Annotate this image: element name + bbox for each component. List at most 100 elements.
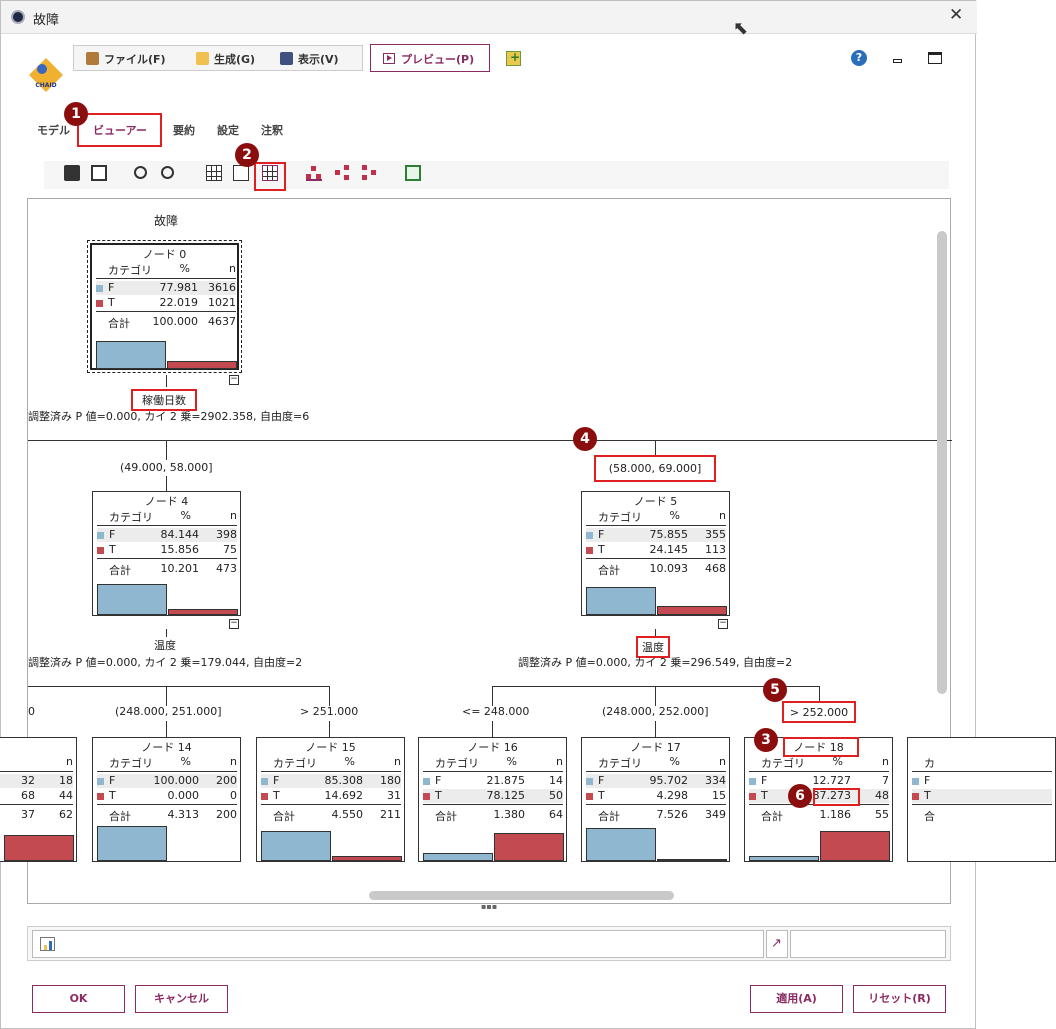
- callout-badge-1: 1: [64, 102, 88, 126]
- splitter-grip-icon[interactable]: ▪▪▪: [481, 902, 498, 911]
- bar-f: [749, 856, 819, 861]
- node-header: カテゴリ%n: [423, 755, 563, 770]
- divider: [261, 771, 401, 772]
- split-stats-n4: 調整済み P 値=0.000, カイ 2 乗=179.044, 自由度=2: [28, 656, 303, 669]
- bar-f: [586, 587, 656, 615]
- tab-settings[interactable]: 設定: [217, 124, 239, 137]
- close-button[interactable]: ✕: [949, 5, 964, 25]
- row-label: F: [109, 528, 116, 541]
- total-pct: 100.000: [152, 315, 199, 328]
- collapse-node-4-icon[interactable]: −: [229, 618, 239, 629]
- branch-label-n17: (248.000, 252.000]: [602, 705, 709, 718]
- chart-icon: [40, 937, 55, 951]
- vertical-scrollbar[interactable]: [937, 231, 947, 694]
- row-n: 1021: [208, 296, 236, 309]
- divider: [97, 558, 237, 559]
- menu-generate[interactable]: 生成(G): [196, 51, 255, 67]
- divider: [97, 771, 237, 772]
- graph-icon: ↗: [771, 936, 782, 951]
- connector: [166, 721, 167, 737]
- row-n: 48: [875, 789, 889, 802]
- collapse-node-5-icon[interactable]: −: [718, 618, 728, 629]
- node-title: ノード 17: [630, 741, 681, 754]
- table-chart-view-icon[interactable]: [262, 165, 278, 181]
- ok-button[interactable]: OK: [32, 985, 125, 1013]
- mouse-cursor-icon: ⬉: [733, 18, 749, 39]
- left-right-tree-icon[interactable]: [334, 165, 350, 181]
- row-label: T: [924, 789, 931, 802]
- table-view-icon[interactable]: [206, 165, 222, 181]
- generate-icon: [196, 52, 209, 65]
- col-pct: %: [669, 509, 680, 522]
- secondary-field[interactable]: [790, 930, 946, 958]
- row-pct: 68: [21, 789, 35, 802]
- copy-icon[interactable]: [91, 165, 107, 181]
- row-pct: 84.144: [160, 528, 200, 541]
- connector: [166, 440, 167, 460]
- collapse-node-0-icon[interactable]: −: [229, 374, 239, 385]
- total-n: 64: [549, 808, 563, 821]
- col-category: カテゴリ: [108, 264, 152, 277]
- cancel-button[interactable]: キャンセル: [135, 985, 228, 1013]
- bar-t: [4, 835, 74, 861]
- chaid-model-icon: CHAID: [29, 58, 63, 92]
- bottom-panel: ↗: [27, 926, 951, 961]
- total-pct: 37: [21, 808, 35, 821]
- branch-label-n5: (58.000, 69.000]: [594, 455, 716, 482]
- tab-viewer[interactable]: ビューアー: [93, 124, 147, 137]
- tab-model[interactable]: モデル: [37, 124, 70, 137]
- bar-t: [657, 859, 727, 861]
- print-icon[interactable]: [64, 165, 80, 181]
- col-pct: %: [180, 509, 191, 522]
- tab-annotation[interactable]: 注釈: [261, 124, 283, 137]
- maximize-icon[interactable]: [928, 52, 942, 64]
- info-field[interactable]: [32, 930, 764, 958]
- minimize-icon[interactable]: [893, 59, 902, 63]
- highlight-view-button: [254, 162, 286, 191]
- preview-button[interactable]: プレビュー(P): [370, 44, 490, 72]
- menu-view[interactable]: 表示(V): [280, 51, 339, 67]
- reset-button[interactable]: リセット(R): [853, 985, 946, 1013]
- connector: [329, 721, 330, 737]
- node-title: ノード 4: [144, 495, 189, 508]
- menu-file[interactable]: ファイル(F): [86, 51, 166, 67]
- node-header: カ: [912, 755, 1052, 770]
- chart-view-icon[interactable]: [233, 165, 249, 181]
- tree-map-icon[interactable]: [405, 165, 421, 181]
- node-title: ノード 14: [141, 741, 192, 754]
- graph-button[interactable]: ↗: [766, 930, 788, 958]
- top-down-tree-icon[interactable]: [306, 165, 322, 181]
- col-n: n: [719, 755, 726, 768]
- right-left-tree-icon[interactable]: [361, 165, 377, 181]
- row-n: 15: [712, 789, 726, 802]
- apply-button[interactable]: 適用(A): [750, 985, 843, 1013]
- row-pct: 0.000: [167, 789, 200, 802]
- total-n: 62: [59, 808, 73, 821]
- zoom-in-icon[interactable]: [134, 166, 147, 179]
- add-to-stream-icon[interactable]: [506, 50, 521, 66]
- col-n: n: [394, 755, 401, 768]
- f-swatch: [97, 532, 104, 539]
- row-n: 113: [705, 543, 726, 556]
- tab-summary[interactable]: 要約: [173, 124, 195, 137]
- node-right-partial[interactable]: カ F T 合: [907, 737, 1056, 862]
- row-n: 75: [223, 543, 237, 556]
- zoom-out-icon[interactable]: [161, 166, 174, 179]
- help-icon[interactable]: ?: [851, 50, 867, 66]
- total-label: 合計: [109, 564, 131, 577]
- horizontal-scrollbar[interactable]: [369, 891, 674, 900]
